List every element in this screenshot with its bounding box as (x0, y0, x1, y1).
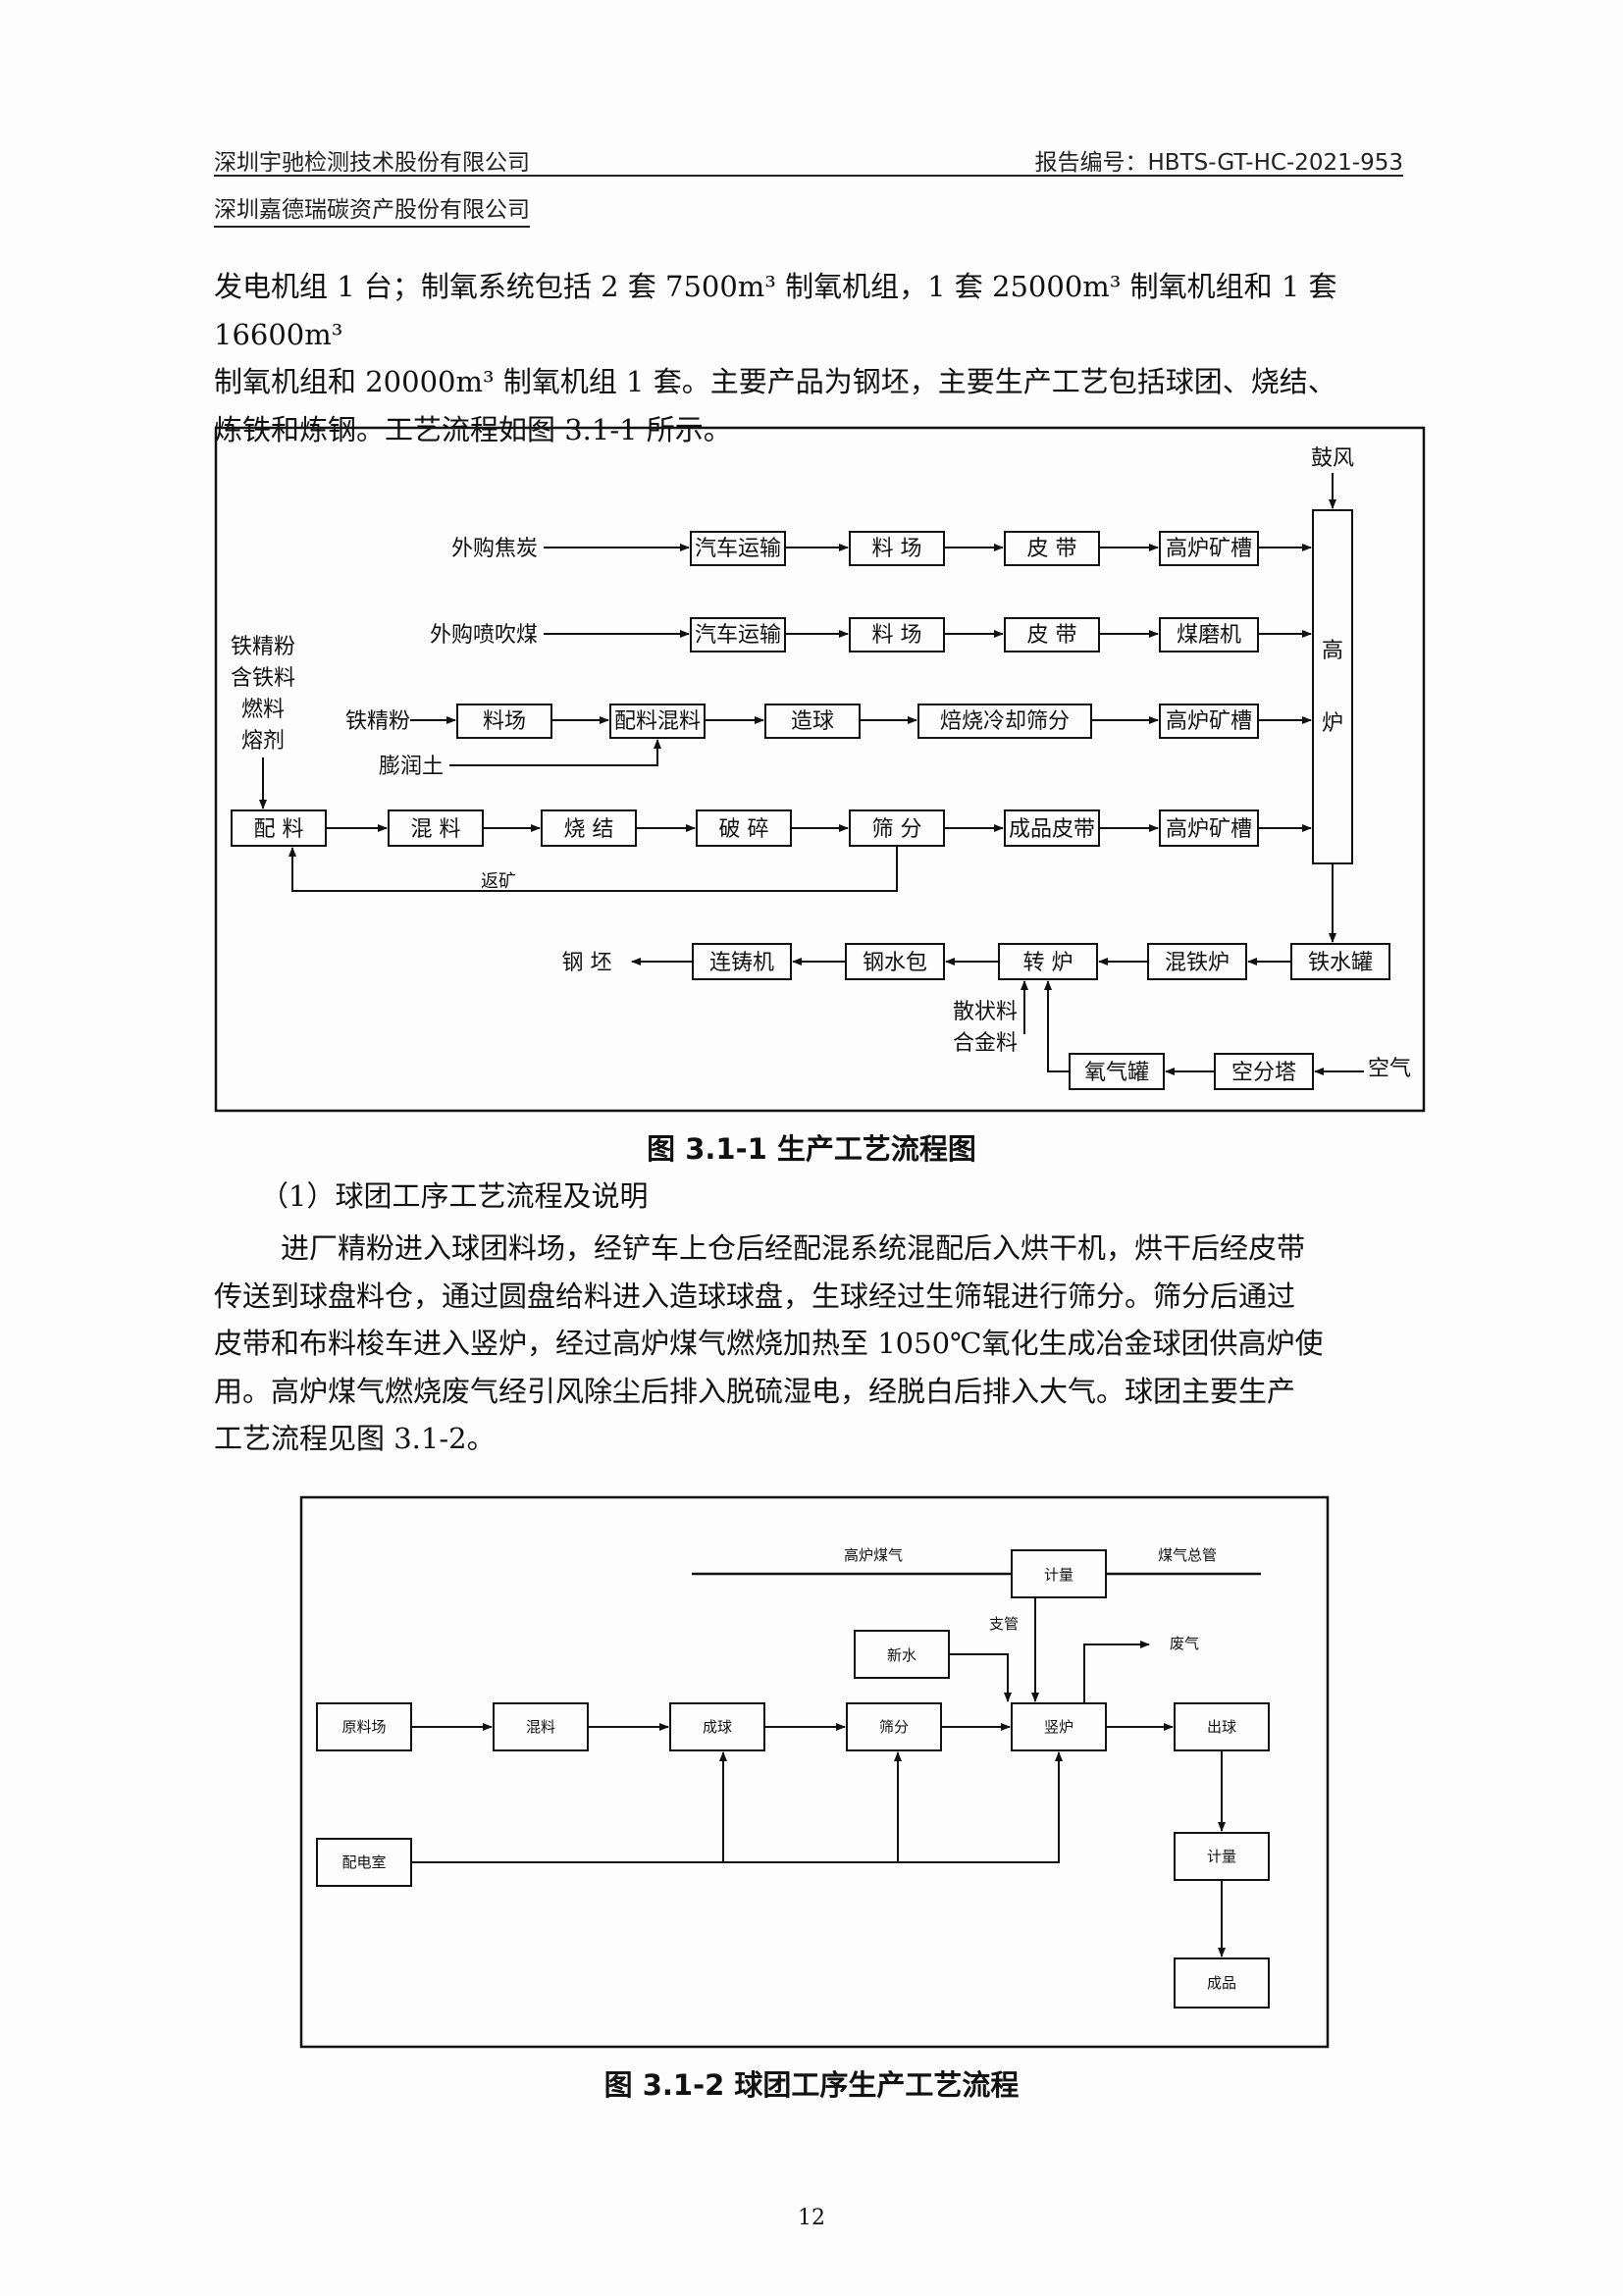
row5-label-2: 钢水包 (863, 951, 927, 975)
section-line-3: 皮带和布料梭车进入竖炉，经过高炉煤气燃烧加热至 1050℃氧化生成冶金球团供高炉… (214, 1327, 1324, 1360)
header-report-number: 报告编号：HBTS-GT-HC-2021-953 (1034, 150, 1404, 176)
main-label-2: 混料 (526, 1718, 555, 1736)
gas-main-label: 煤气总管 (1158, 1546, 1217, 1564)
main-label-5: 竖炉 (1044, 1718, 1073, 1736)
row2-label-4: 煤磨机 (1177, 623, 1241, 648)
section-line-5: 工艺流程见图 3.1-2。 (214, 1422, 496, 1455)
row2-label-1: 汽车运输 (695, 623, 781, 648)
section-paragraph: 进厂精粉进入球团料场，经铲车上仓后经配混系统混配后入烘干机，烘干后经皮带 传送到… (214, 1225, 1403, 1463)
bentonite-label: 膨润土 (379, 755, 444, 779)
exhaust-label: 废气 (1170, 1635, 1199, 1652)
raw-input-2: 含铁料 (231, 666, 295, 691)
power-room-label: 配电室 (341, 1853, 386, 1871)
air-separation-label: 空分塔 (1231, 1061, 1296, 1085)
row2-label-2: 料 场 (872, 623, 922, 648)
page-number: 12 (798, 2206, 825, 2230)
gas-line-label: 高炉煤气 (844, 1546, 903, 1564)
main-label-3: 成球 (703, 1718, 732, 1736)
row1-label-3: 皮 带 (1027, 537, 1077, 561)
meter-box-1 (1011, 1549, 1107, 1598)
row5-label-1: 连铸机 (709, 951, 774, 975)
water-label: 新水 (887, 1646, 916, 1664)
row4-label-7: 高炉矿槽 (1166, 817, 1252, 842)
billet-label: 钢 坯 (562, 951, 612, 975)
blast-furnace-label-1: 高 (1322, 639, 1343, 663)
row4-label-1: 配 料 (254, 817, 304, 842)
header-company-1: 深圳宇驰检测技术股份有限公司 (214, 150, 530, 176)
pellet-flowchart: 高炉煤气 煤气总管 计量 支管 新水 废气 原料场 混料 成球 筛分 竖炉 出球… (299, 1495, 1330, 2049)
row1-label-1: 汽车运输 (695, 537, 781, 561)
blast-furnace-box (1312, 509, 1353, 864)
return-ore-label: 返矿 (481, 871, 516, 892)
raw-input-1: 铁精粉 (231, 635, 295, 659)
blower-label: 鼓风 (1311, 446, 1354, 471)
header-company-2: 深圳嘉德瑞碳资产股份有限公司 (214, 190, 530, 228)
section-title: （1）球团工序工艺流程及说明 (260, 1179, 649, 1213)
row4-label-3: 烧 结 (564, 817, 614, 842)
row5-label-5: 铁水罐 (1308, 951, 1373, 975)
section-line-2: 传送到球盘料仓，通过圆盘给料进入造球球盘，生球经过生筛辊进行筛分。筛分后通过 (214, 1278, 1296, 1313)
intro-line-3: 炼铁和炼钢。工艺流程如图 3.1-1 所示。 (214, 412, 732, 446)
main-label-6: 出球 (1207, 1718, 1236, 1736)
product-label: 成品 (1207, 1974, 1236, 1992)
additive-1: 散状料 (953, 1000, 1018, 1024)
row2-label-3: 皮 带 (1027, 623, 1077, 648)
branch-label: 支管 (989, 1615, 1019, 1633)
section-line-1: 进厂精粉进入球团料场，经铲车上仓后经配混系统混配后入烘干机，烘干后经皮带 (281, 1231, 1306, 1265)
row4-label-6: 成品皮带 (1009, 817, 1095, 842)
main-label-1: 原料场 (341, 1718, 386, 1736)
row4-label-4: 破 碎 (719, 817, 769, 842)
raw-input-4: 熔剂 (241, 729, 285, 754)
intro-line-1: 发电机组 1 台；制氧系统包括 2 套 7500m³ 制氧机组，1 套 2500… (214, 270, 1337, 351)
figure-2-caption: 图 3.1-2 球团工序生产工艺流程 (603, 2068, 1020, 2102)
meter-label-2: 计量 (1207, 1848, 1236, 1865)
intro-line-2: 制氧机组和 20000m³ 制氧机组 1 套。主要产品为钢坯，主要生产工艺包括球… (214, 365, 1336, 398)
main-label-4: 筛分 (879, 1718, 909, 1736)
row3-source: 铁精粉 (345, 709, 410, 734)
meter-label-1: 计量 (1044, 1566, 1073, 1584)
row4-label-5: 筛 分 (872, 817, 922, 842)
row5-label-4: 混铁炉 (1165, 951, 1230, 975)
row3-label-3: 造球 (791, 709, 834, 734)
row3-label-4: 焙烧冷却筛分 (940, 709, 1070, 734)
row5-label-3: 转 炉 (1023, 951, 1073, 975)
figure-1-caption: 图 3.1-1 生产工艺流程图 (647, 1132, 976, 1166)
row3-label-1: 料场 (483, 709, 526, 734)
header-rule (214, 175, 1403, 177)
oxygen-tank-label: 氧气罐 (1084, 1061, 1149, 1085)
row1-label-2: 料 场 (872, 537, 922, 561)
row1-label-4: 高炉矿槽 (1166, 537, 1252, 561)
blast-furnace-label-2: 炉 (1322, 711, 1343, 736)
air-label: 空气 (1368, 1057, 1411, 1081)
section-line-4: 用。高炉煤气燃烧废气经引风除尘后排入脱硫湿电，经脱白后排入大气。球团主要生产 (214, 1374, 1296, 1408)
product-box (1174, 1957, 1270, 2009)
row3-label-5: 高炉矿槽 (1166, 709, 1252, 734)
row1-source: 外购焦炭 (451, 537, 538, 561)
row3-label-2: 配料混料 (614, 709, 701, 734)
production-flowchart: 鼓风 高 炉 外购焦炭 汽车运输 料 场 皮 带 高炉矿槽 外购喷吹煤 汽车运输… (214, 426, 1426, 1113)
row4-label-2: 混 料 (411, 817, 461, 842)
additive-2: 合金料 (953, 1031, 1018, 1056)
row2-source: 外购喷吹煤 (430, 623, 538, 648)
raw-input-3: 燃料 (241, 698, 285, 722)
intro-paragraph: 发电机组 1 台；制氧系统包括 2 套 7500m³ 制氧机组，1 套 2500… (214, 263, 1403, 453)
